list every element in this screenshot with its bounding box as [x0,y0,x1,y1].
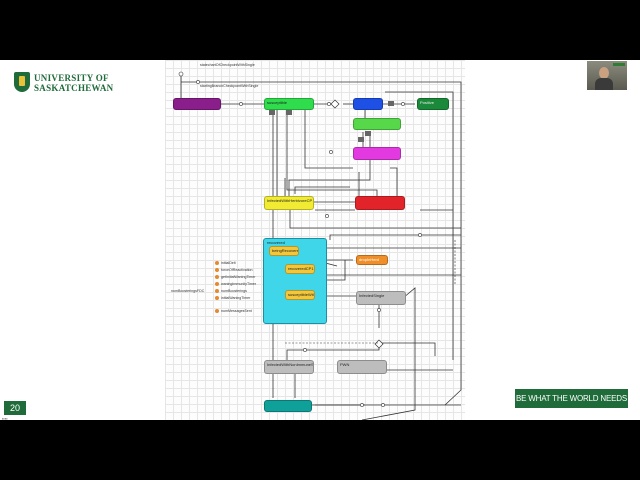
legend-item: numBoosterings [215,289,247,294]
legend-item: waningImmunityTimer [215,282,256,287]
state-red[interactable] [355,196,405,210]
state-teal[interactable] [264,400,312,412]
state-purple[interactable] [173,98,221,110]
state-infected-single[interactable]: InfectedSingle [356,291,406,305]
state-infected-nonimmune[interactable]: InfectedWithNonImmuneSingles [264,360,314,374]
state-susceptible-imm[interactable]: susceptibleWithIml [285,290,315,300]
top-label-2: startingBranchCheckpointWithSingle [200,84,259,88]
legend-item: numMessagesSent [215,309,252,314]
tagline-banner: BE WHAT THE WORLD NEEDS [515,389,628,408]
legend-item: initialDelt [215,261,236,266]
person-head [599,67,609,79]
slide-footer-icon: ▪▪▪▪ [2,416,8,421]
slide-number: 20 [4,401,26,415]
university-shield-icon [14,72,30,92]
statechart-diagram: statechartOfCheckpointWithSingle startin… [165,60,465,420]
state-light-green[interactable] [353,118,401,130]
state-magenta[interactable] [353,147,401,160]
variable-icon [215,289,219,294]
state-blue[interactable] [353,98,383,110]
state-being-recovered[interactable]: beingRecovered [269,246,299,256]
top-label-1: statechartOfCheckpointWithSingle [200,63,255,67]
logo-line2: SASKATCHEWAN [34,83,114,93]
webcam-thumbnail [587,61,627,90]
state-pwn[interactable]: PWN [337,360,387,374]
state-infected-herbivore[interactable]: InfectedWithHerbivoreCP [264,196,314,210]
transition-wires [178,71,462,420]
legend-item: forceOfReactivation [215,268,253,273]
state-recovered-cp1[interactable]: recoveredCP1 [285,264,315,274]
variable-icon [215,296,219,301]
legend-item: getInitialWaningTimer [215,275,256,280]
logo-line1: UNIVERSITY OF [34,73,109,83]
state-positive[interactable]: Positive [417,98,449,110]
university-logo: UNIVERSITY OF SASKATCHEWAN [14,72,124,94]
legend-aside: numBoosteringsFDC [171,289,205,293]
state-susceptible[interactable]: susceptible [264,98,314,110]
legend-item: initialWaningTimer [215,296,250,301]
person-torso [595,78,613,90]
variable-icon [215,261,219,266]
variable-icon [215,268,219,273]
presenter-tag-icon [613,63,625,66]
variable-icon [215,282,219,287]
variable-icon [215,309,219,314]
state-drop-in-herd[interactable]: dropInHerd [356,255,388,265]
variable-icon [215,275,219,280]
